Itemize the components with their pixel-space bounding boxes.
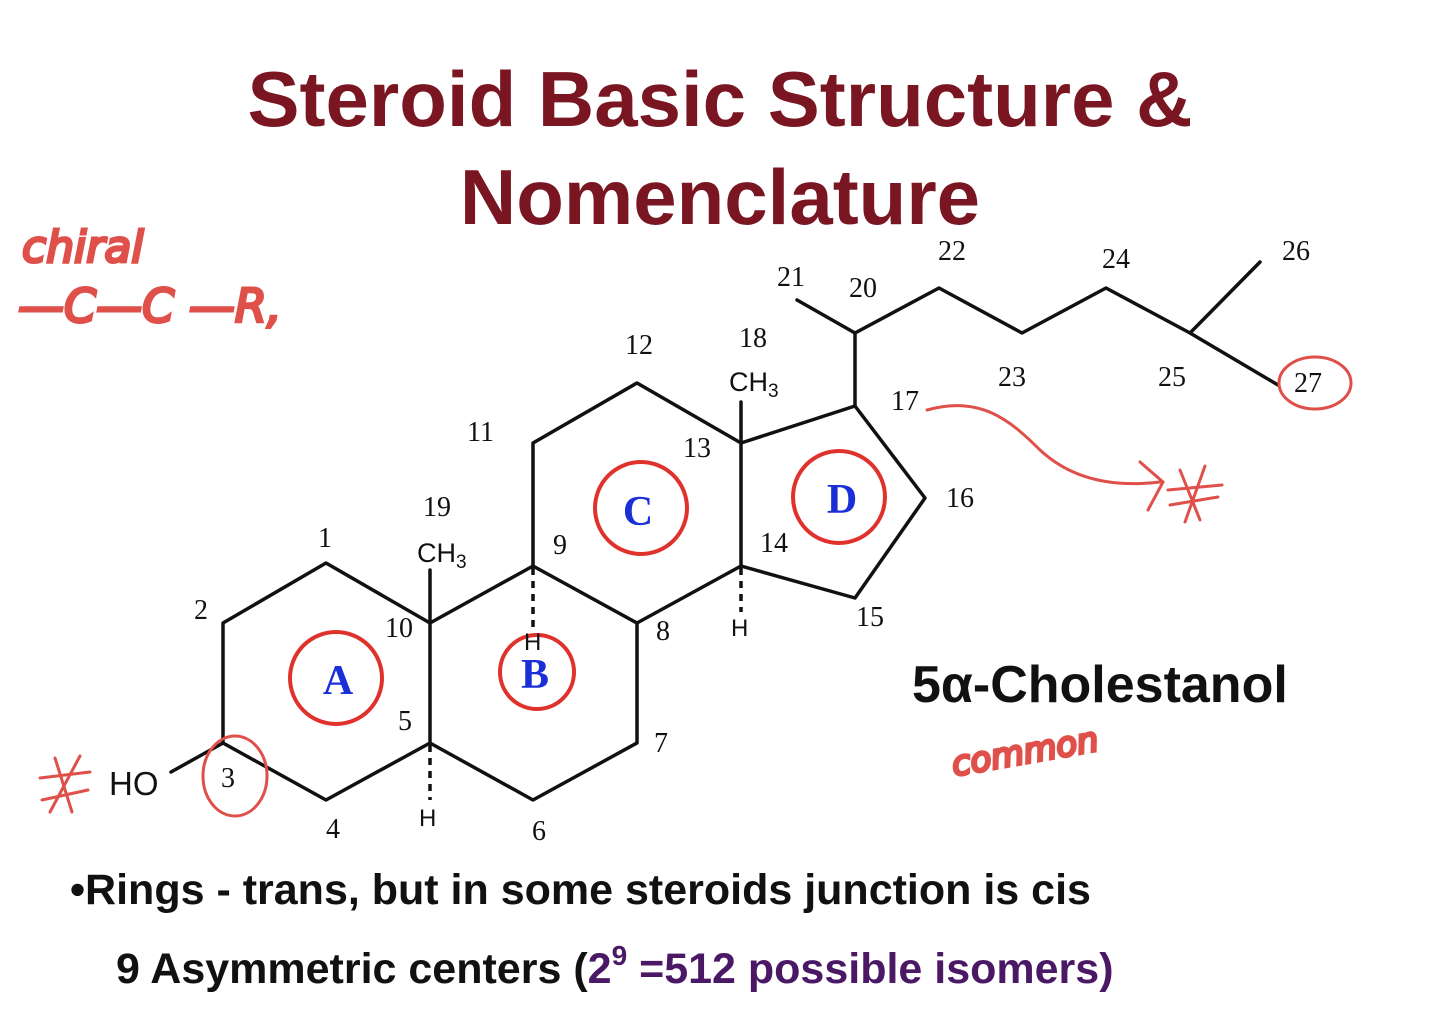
carbon-number-25: 25 [1158,362,1186,393]
carbon-number-1: 1 [318,523,332,554]
carbon-number-19: 19 [423,492,451,523]
ring-c-bonds [531,381,743,625]
ring-b-bonds [428,564,639,802]
h9-label: H [524,629,541,656]
substituent-labels: CH3 CH3 HO H H H [109,367,779,832]
carbon-numbers: 1 2 3 4 5 6 7 8 9 10 11 12 13 14 15 16 1… [194,236,1322,847]
carbon-number-17: 17 [891,386,919,417]
c18-methyl-subscript: 3 [768,381,779,402]
carbon-number-20: 20 [849,273,877,304]
h14-label: H [731,615,748,642]
carbon-number-21: 21 [777,262,805,293]
c27-bond [1188,331,1280,387]
carbon-number-27: 27 [1294,368,1322,399]
carbon-number-10: 10 [385,613,413,644]
carbon-number-22: 22 [938,236,966,267]
rings-bullet: •Rings - trans, but in some steroids jun… [70,866,1091,914]
asymmetric-base: 2 [587,945,612,993]
star-mark-left [38,754,92,814]
carbon-number-9: 9 [553,530,567,561]
c19-methyl-ch: CH [417,538,456,568]
carbon-number-3: 3 [221,763,235,794]
ring-label-c: C [623,489,653,535]
c18-methyl-label: CH3 [729,367,779,402]
c19-methyl-label: CH3 [417,538,467,573]
hydroxyl-bond [169,741,225,774]
c3-annotation-circle [201,734,269,818]
skeleton-bonds [169,260,1280,802]
carbon-number-12: 12 [625,330,653,361]
asymmetric-exponent: 9 [611,940,628,971]
c27-annotation-circle [1277,355,1353,411]
carbon-number-7: 7 [654,728,668,759]
asymmetric-centers-line: 9 Asymmetric centers (29 =512 possible i… [116,942,1114,994]
carbon-number-11: 11 [467,417,494,448]
star-mark-right [1166,464,1224,524]
slide-title: Steroid Basic Structure & Nomenclature [0,50,1440,246]
c17-arrow [925,404,1162,486]
carbon-number-14: 14 [760,528,788,559]
hydroxyl-label: HO [109,765,159,802]
ring-label-a: A [323,658,354,704]
carbon-number-15: 15 [856,602,884,633]
ring-label-b: B [521,652,549,698]
carbon-number-8: 8 [656,616,670,647]
carbon-number-24: 24 [1102,244,1130,275]
handwritten-common: common [949,720,1102,785]
ring-c-circle [593,460,689,556]
ring-label-d: D [827,477,857,523]
ring-a-circle [288,630,384,726]
asymmetric-prefix: 9 Asymmetric centers ( [116,945,588,993]
compound-name: 5α-Cholestanol [912,656,1288,714]
ring-d-circle [791,449,887,545]
dashed-hydrogen-bonds [428,568,743,800]
side-chain-bonds [853,260,1262,408]
handwritten-chiral: chiral [22,222,144,273]
c21-bond [795,298,857,335]
ring-markers: A B C D [288,449,887,726]
title-line-2: Nomenclature [459,153,981,241]
asymmetric-rest: =512 possible isomers) [627,945,1114,993]
carbon-number-2: 2 [194,595,208,626]
c18-methyl-ch: CH [729,367,768,397]
carbon-number-13: 13 [683,433,711,464]
carbon-number-18: 18 [739,323,767,354]
carbon-number-4: 4 [326,814,340,845]
ring-b-circle [498,633,576,711]
carbon-number-26: 26 [1282,236,1310,267]
carbon-number-23: 23 [998,362,1026,393]
c17-arrowhead [1138,460,1165,512]
h5-label: H [419,805,436,832]
c19-methyl-subscript: 3 [456,552,467,573]
title-line-1: Steroid Basic Structure & [247,55,1193,143]
carbon-number-6: 6 [532,816,546,847]
handwritten-chain: —C—C —R, [18,279,281,333]
carbon-number-5: 5 [398,706,412,737]
ring-d-bonds [739,404,927,600]
carbon-number-16: 16 [946,483,974,514]
